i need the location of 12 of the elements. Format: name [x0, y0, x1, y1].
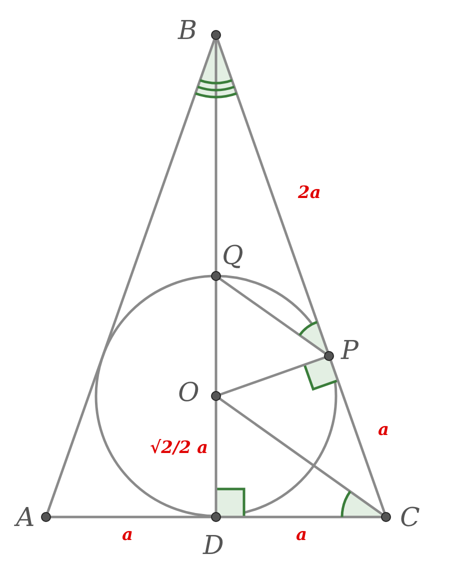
point-label: C [400, 505, 420, 531]
point-label: O [178, 380, 200, 406]
length-label: a [296, 527, 308, 544]
point-label: D [203, 533, 224, 559]
point-label: Q [222, 243, 244, 269]
point-label: A [16, 505, 35, 531]
point-label: B [178, 18, 198, 44]
length-label: a [378, 422, 390, 439]
length-label: √2/2 a [150, 440, 208, 457]
point-label: P [341, 338, 358, 364]
length-label: a [122, 527, 134, 544]
length-label: 2a [298, 185, 321, 202]
